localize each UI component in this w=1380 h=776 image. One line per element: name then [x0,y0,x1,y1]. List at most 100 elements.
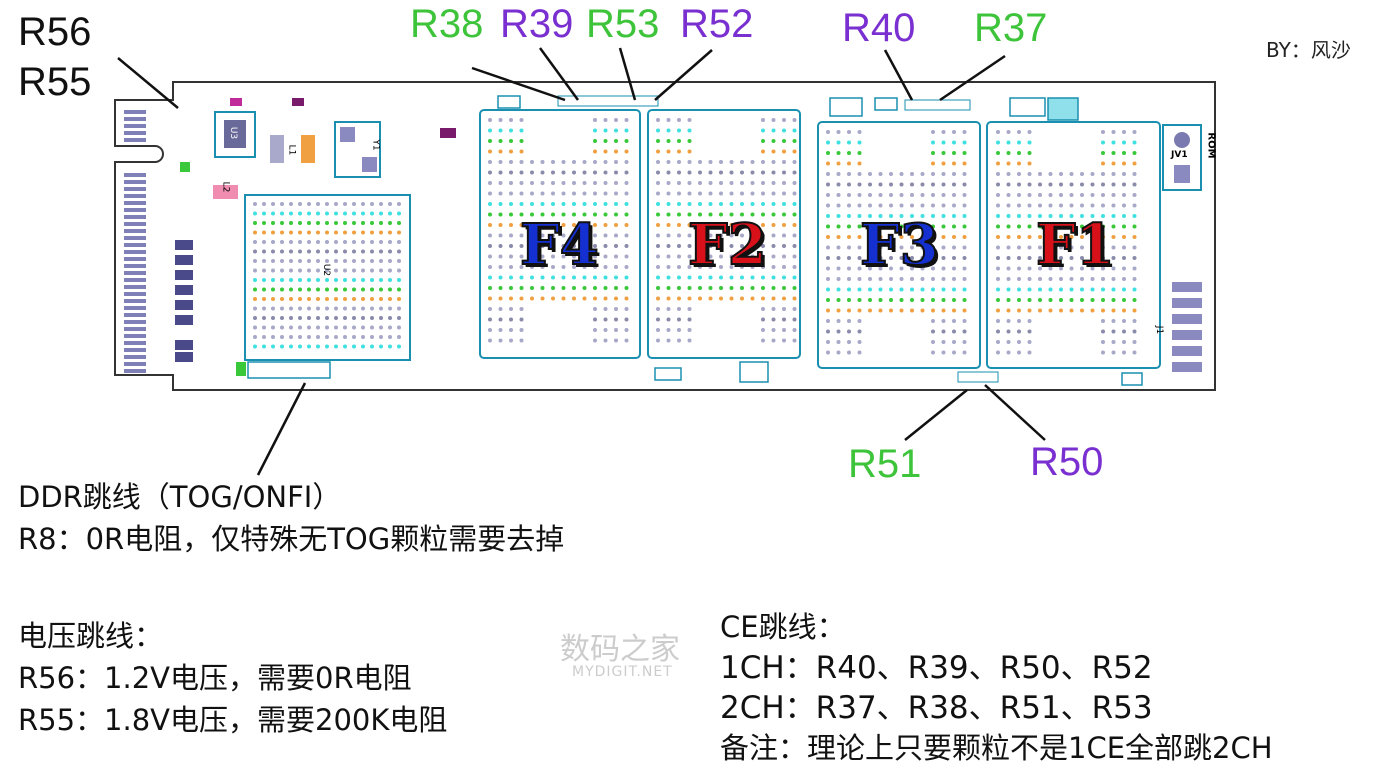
ddr-r8-note: R8：0R电阻，仅特殊无TOG颗粒需要去掉 [18,522,565,556]
bga-ball [488,223,492,227]
bga-ball [540,244,545,248]
bga-ball [624,160,629,164]
bga-ball [826,319,830,323]
y1-label: Y1 [370,139,381,151]
bga-ball [262,306,266,311]
bga-ball [325,344,329,349]
bga-ball [603,149,608,154]
bga-ball [868,277,872,281]
bga-ball [498,328,503,332]
bga-ball [792,275,797,280]
bga-ball [253,297,257,301]
bga-ball [656,286,660,290]
bga-ball [603,244,608,248]
bga-ball [343,259,347,263]
bga-ball [719,223,723,227]
bga-ball [1069,277,1074,281]
bga-ball [307,278,311,282]
bga-ball [666,128,671,133]
bga-ball [1132,182,1137,187]
bga-ball [572,286,576,290]
bga-ball [388,306,392,311]
bga-ball [771,223,776,227]
edge-pin [124,355,146,359]
bga-ball [687,170,692,175]
bga-ball [782,128,786,133]
bga-ball [352,325,356,330]
bga-ball [509,244,513,248]
bga-ball [1038,203,1042,208]
edge-pin [124,320,146,324]
bga-ball [698,202,702,206]
bga-ball [361,278,365,282]
bga-ball [1027,193,1032,197]
bga-ball [889,235,893,239]
bga-ball [561,170,566,175]
bga-ball [540,202,545,206]
bga-ball [719,212,723,217]
bga-ball [792,181,797,185]
bga-ball [388,268,392,273]
bga-ball [370,335,374,339]
bga-ball [666,275,671,280]
bga-ball [996,140,1000,145]
ce-jumper-title: CE跳线： [720,610,846,644]
bga-ball [761,170,765,175]
bga-ball [878,287,883,292]
bga-ball [857,235,862,239]
bga-ball [397,335,401,339]
bga-ball [931,151,935,155]
bga-ball [603,181,608,185]
bga-ball [325,230,329,235]
bga-ball [1038,224,1042,229]
j1-label: J1 [1154,325,1165,335]
bga-ball [1006,308,1011,313]
bga-ball [1027,161,1032,166]
bga-ball [1122,329,1126,334]
bga-ball [1038,277,1042,281]
bga-ball [572,181,576,185]
bga-ball [298,344,302,349]
bga-ball [962,287,967,292]
bga-ball [540,254,545,259]
bga-ball [868,235,872,239]
bga-ball [996,182,1000,187]
edge-pin [124,117,146,121]
bga-ball [498,317,503,322]
bga-ball [488,149,492,154]
bga-ball [771,202,776,206]
bga-ball [298,221,302,225]
bga-ball [379,240,383,244]
bga-ball [931,203,935,208]
bga-ball [1090,203,1095,208]
bga-ball [656,160,660,164]
bga-ball [1069,245,1074,250]
bga-ball [687,296,692,301]
bga-ball [1132,329,1137,334]
bga-ball [593,244,597,248]
bga-ball [910,214,914,218]
bga-ball [962,298,967,302]
bga-ball [857,298,862,302]
bga-ball [488,212,492,217]
bga-ball [1101,151,1105,155]
bga-ball [289,287,293,292]
bga-ball [677,338,681,343]
bga-ball [826,329,830,334]
bga-ball [761,202,765,206]
bga-ball [488,202,492,206]
bga-ball [352,278,356,282]
bga-ball [624,128,629,133]
bga-ball [361,287,365,292]
bga-ball [931,256,935,260]
bga-ball [656,317,660,322]
bga-ball [899,266,904,271]
bga-ball [498,160,503,164]
bga-ball [334,278,338,282]
bga-ball [397,259,401,263]
bga-ball [1101,277,1105,281]
bga-ball [379,268,383,273]
bga-ball [941,161,946,166]
bga-ball [624,170,629,175]
edge-pin [124,257,146,261]
